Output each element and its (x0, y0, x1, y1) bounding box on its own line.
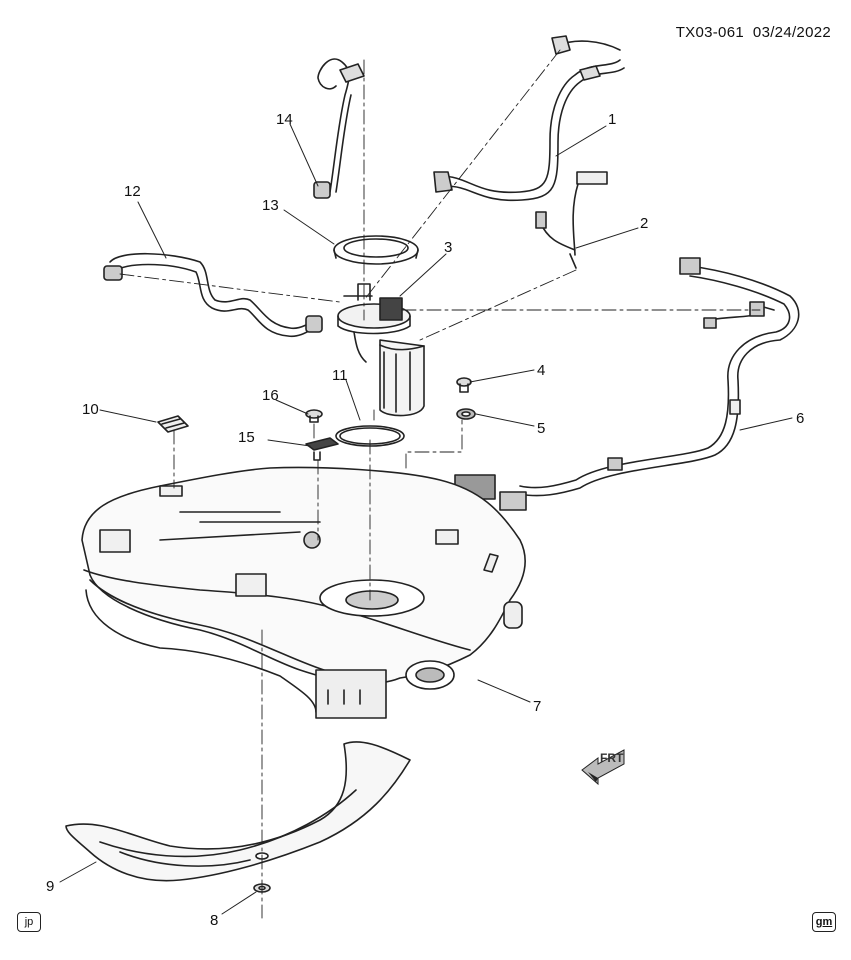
callout-12: 12 (124, 183, 141, 200)
callout-1: 1 (608, 111, 616, 128)
part-15-valve (305, 437, 339, 461)
part-13-lock-ring (333, 235, 419, 265)
callout-numbers: 1 2 3 4 5 6 7 8 9 10 11 12 13 14 15 16 (46, 111, 804, 929)
callout-5: 5 (537, 420, 545, 437)
callout-2: 2 (640, 215, 648, 232)
part-5-grommet (456, 408, 476, 420)
callout-14: 14 (276, 111, 293, 128)
gm-logo-badge: gm (812, 912, 836, 932)
callout-13: 13 (262, 197, 279, 214)
jp-badge: jp (17, 912, 41, 932)
part-4-grommet (456, 377, 472, 393)
frt-label: FRT (600, 751, 624, 765)
leader-lines (59, 123, 793, 915)
part-12-fuel-line (103, 252, 323, 338)
front-direction-arrow-icon: FRT (581, 749, 625, 786)
callout-9: 9 (46, 878, 54, 895)
document-id: TX03-061 03/24/2022 (676, 24, 831, 41)
callout-6: 6 (796, 410, 804, 427)
callout-3: 3 (444, 239, 452, 256)
part-9-shield (65, 741, 411, 882)
callout-11: 11 (332, 367, 348, 384)
part-14-fuel-line (313, 58, 365, 199)
part-2-sensor-harness (535, 171, 608, 269)
callout-15: 15 (238, 429, 255, 446)
part-3-fuel-pump-module (337, 283, 425, 417)
document-date: 03/24/2022 (752, 24, 831, 41)
callout-16: 16 (262, 387, 279, 404)
callout-10: 10 (82, 401, 99, 418)
document-number: TX03-061 (675, 24, 744, 41)
callout-8: 8 (210, 912, 218, 929)
part-7-fuel-tank (81, 466, 526, 719)
part-16-cap (305, 409, 323, 423)
callout-7: 7 (533, 698, 541, 715)
callout-4: 4 (537, 362, 545, 379)
part-10-pad (157, 415, 189, 433)
part-1-fuel-hose (433, 35, 625, 202)
assembly-center-lines (119, 49, 761, 919)
part-6-wiring-harness (454, 257, 800, 511)
